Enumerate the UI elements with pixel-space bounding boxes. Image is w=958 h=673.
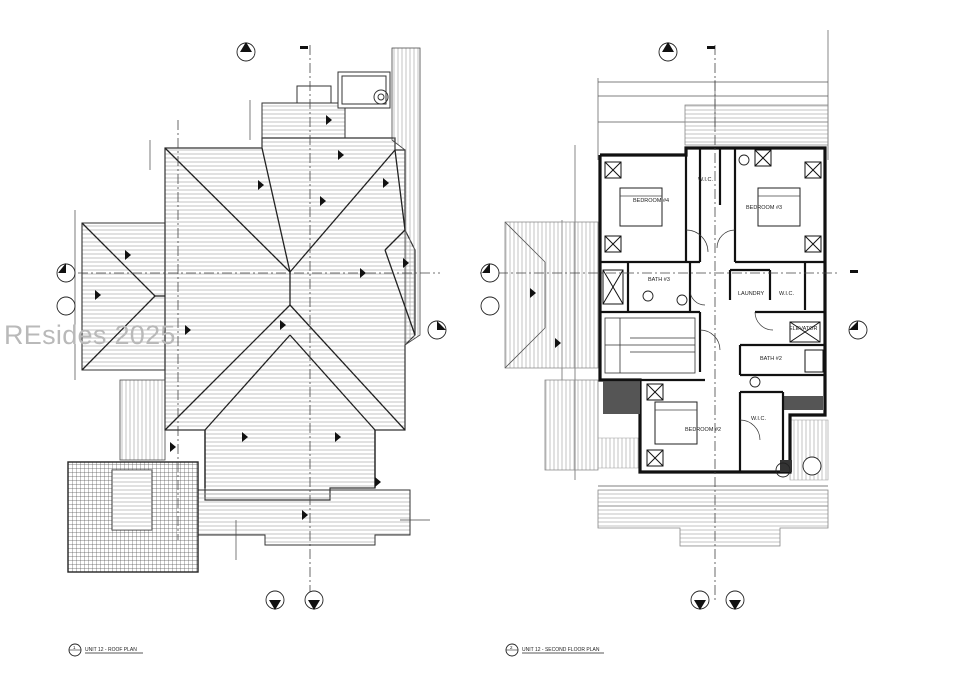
ridge-lines [81, 147, 416, 488]
label-wic-right: W.I.C. [779, 291, 794, 297]
lower-left-bay [119, 379, 166, 461]
roof-plan-title: 1 UNIT 12 - ROOF PLAN [68, 643, 143, 657]
second-floor-title: 2 UNIT 12 - SECOND FLOOR PLAN [505, 643, 604, 657]
stair [604, 317, 696, 374]
label-elevator: ELEVATOR [789, 326, 817, 332]
second-floor-plan [480, 30, 868, 610]
label-wic-bottom: W.I.C. [751, 416, 766, 422]
label-laundry: LAUNDRY [738, 291, 765, 297]
porch-roof [174, 489, 411, 546]
label-bath2: BATH #2 [760, 356, 782, 362]
roof-plan-caption: UNIT 12 - ROOF PLAN [85, 647, 137, 653]
room-labels: BEDROOM #4 BEDROOM #3 BEDROOM #2 BATH #3… [633, 177, 817, 433]
label-wic-top: W.I.C. [698, 177, 713, 183]
second-floor-number: 2 [510, 645, 513, 650]
label-bedroom2: BEDROOM #2 [685, 427, 721, 433]
left-wing-roof [81, 222, 166, 371]
label-bedroom4: BEDROOM #4 [633, 198, 669, 204]
right-strip-roof [391, 47, 421, 346]
roof-plan [56, 42, 447, 610]
roof-plan-number: 1 [73, 645, 76, 650]
second-floor-caption: UNIT 12 - SECOND FLOOR PLAN [522, 647, 600, 653]
top-bay-roof [261, 102, 346, 139]
main-roof [164, 137, 416, 501]
label-bath3: BATH #3 [648, 277, 670, 283]
watermark: REsides 2025 [4, 320, 176, 350]
label-bedroom3: BEDROOM #3 [746, 205, 782, 211]
